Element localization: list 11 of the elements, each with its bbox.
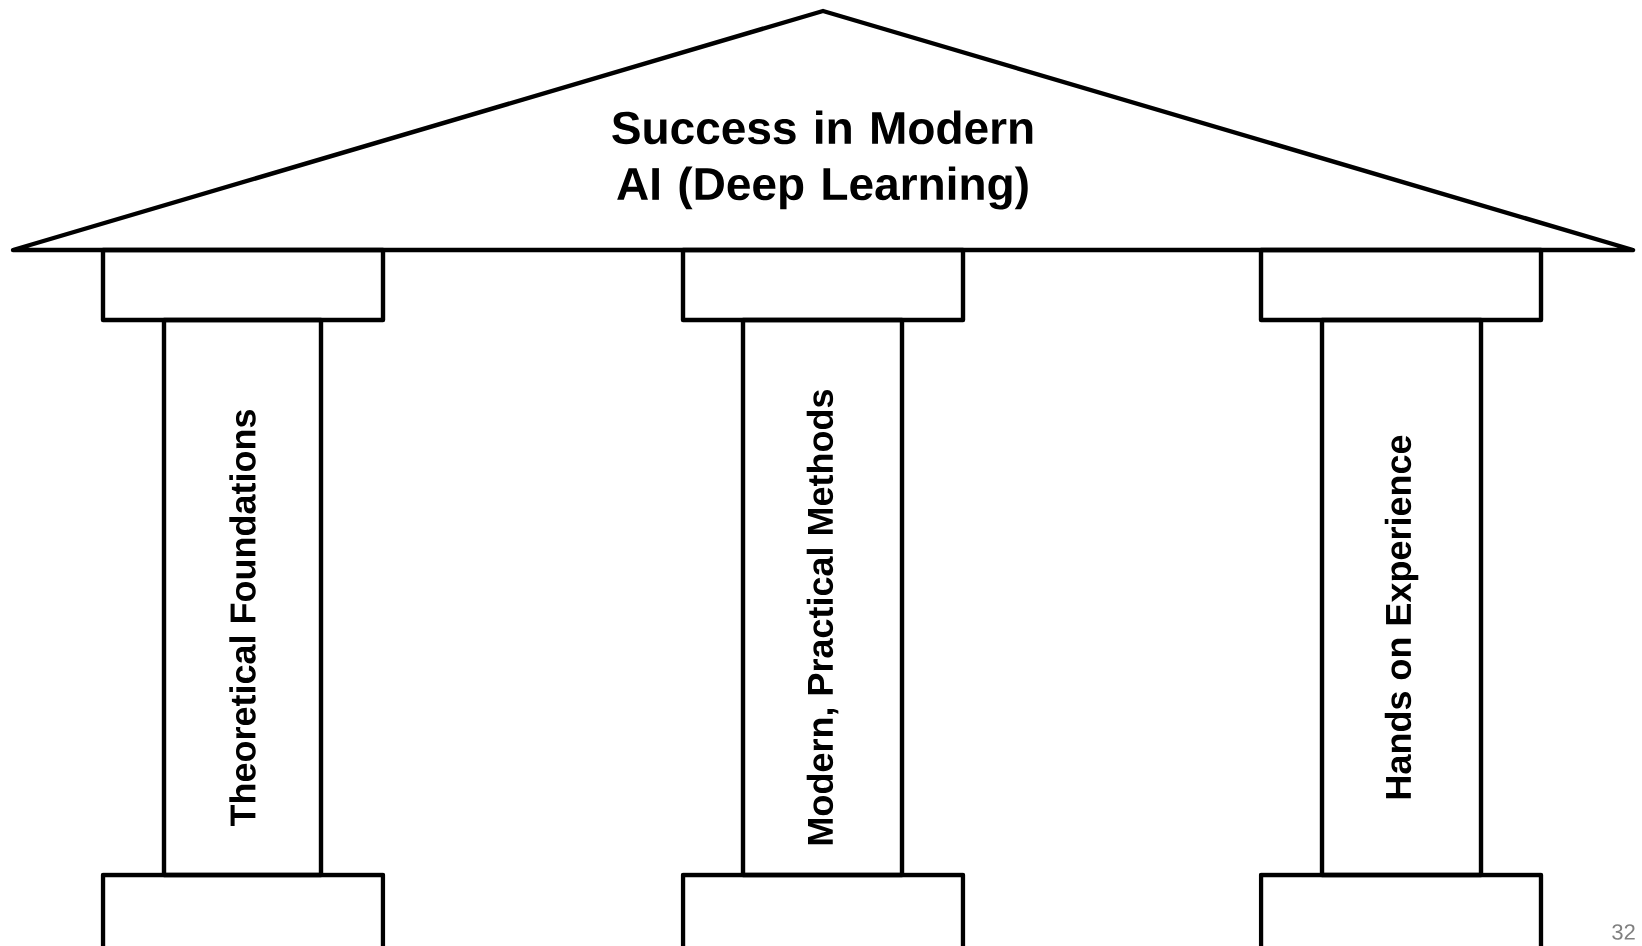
pillar: Theoretical Foundations (161, 317, 324, 878)
base-box (100, 872, 386, 946)
capital-box (1258, 247, 1544, 323)
capital-box (680, 247, 966, 323)
pillar: Modern, Practical Methods (740, 317, 905, 878)
capital-box (100, 247, 386, 323)
base-box (680, 872, 966, 946)
pillar: Hands on Experience (1319, 317, 1484, 878)
base-box (1258, 872, 1544, 946)
roof: Success in Modern AI (Deep Learning) (10, 8, 1636, 253)
page-number: 32 (1612, 924, 1635, 940)
